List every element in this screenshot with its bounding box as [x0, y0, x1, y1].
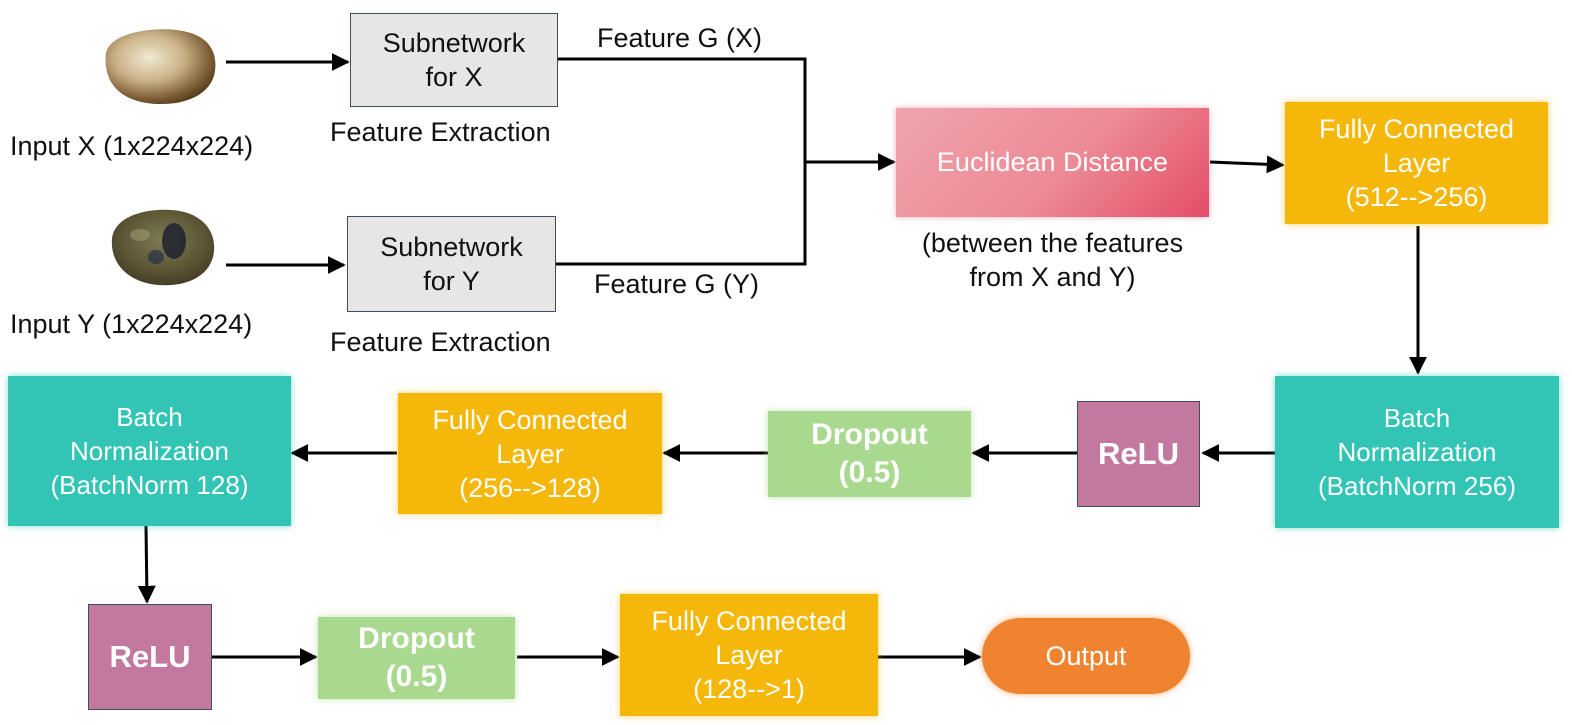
fc1-line1: Fully Connected	[1318, 114, 1515, 144]
fc1-line2: Layer	[1382, 148, 1451, 178]
dropout-1: Dropout (0.5)	[768, 411, 971, 497]
fc3-line2: Layer	[715, 640, 783, 670]
input-y-label: Input Y (1x224x224)	[10, 309, 253, 339]
subnetwork-y-line2: for Y	[423, 266, 480, 296]
fully-connected-layer-3: Fully Connected Layer (128-->1)	[620, 594, 878, 716]
fc3-line3: (128-->1)	[693, 674, 805, 704]
bn2-line2: Normalization	[70, 436, 229, 466]
fully-connected-layer-1: Fully Connected Layer (512-->256)	[1285, 102, 1548, 224]
fc2-line3: (256-->128)	[459, 472, 601, 503]
output-label: Output	[1045, 640, 1127, 671]
dropout2-line2: (0.5)	[385, 660, 448, 693]
relu2-label: ReLU	[109, 639, 191, 674]
feature-gx-label: Feature G (X)	[597, 23, 763, 53]
subnetwork-y-box: Subnetwork for Y	[347, 216, 556, 312]
batch-normalization-2: Batch Normalization (BatchNorm 128)	[8, 376, 291, 526]
distance-caption-line1: (between the features	[921, 228, 1184, 258]
relu-2: ReLU	[88, 604, 212, 710]
subnetwork-y-caption: Feature Extraction	[330, 327, 551, 357]
batch-normalization-1: Batch Normalization (BatchNorm 256)	[1275, 376, 1559, 528]
fc1-line3: (512-->256)	[1345, 182, 1488, 212]
output-node: Output	[982, 618, 1190, 694]
euclidean-distance-label: Euclidean Distance	[936, 147, 1169, 177]
relu-1: ReLU	[1077, 401, 1200, 507]
line-feature-gx	[558, 57, 807, 162]
fc2-line2: Layer	[496, 438, 564, 469]
fc2-line1: Fully Connected	[432, 404, 628, 435]
subnetwork-x-line1: Subnetwork	[382, 28, 526, 58]
arrow-bn2-to-relu2	[137, 525, 156, 604]
bn1-line1: Batch	[1383, 403, 1451, 433]
subnetwork-x-box: Subnetwork for X	[350, 13, 558, 107]
dropout1-line1: Dropout	[811, 418, 928, 451]
distance-caption: (between the features from X and Y)	[870, 226, 1235, 294]
subnetwork-x-caption: Feature Extraction	[330, 117, 551, 147]
bn1-line2: Normalization	[1337, 437, 1497, 467]
fc3-line1: Fully Connected	[651, 606, 847, 636]
arrow-distance-to-fc1	[1209, 155, 1285, 174]
bn2-line3: (BatchNorm 128)	[50, 470, 249, 500]
feature-gy-label: Feature G (Y)	[594, 269, 760, 299]
input-y-image	[111, 209, 215, 286]
euclidean-distance-box: Euclidean Distance	[896, 108, 1209, 217]
distance-caption-line2: from X and Y)	[969, 262, 1136, 292]
subnetwork-x-line2: for X	[425, 62, 483, 92]
dropout2-line1: Dropout	[358, 622, 475, 655]
subnetwork-y-line1: Subnetwork	[380, 232, 523, 262]
fully-connected-layer-2: Fully Connected Layer (256-->128)	[398, 393, 662, 514]
input-x-label: Input X (1x224x224)	[10, 131, 254, 161]
dropout-2: Dropout (0.5)	[318, 617, 515, 699]
dropout1-line2: (0.5)	[838, 456, 901, 489]
input-x-image	[105, 29, 216, 105]
bn1-line3: (BatchNorm 256)	[1318, 471, 1516, 501]
line-feature-gy	[556, 162, 807, 266]
bn2-line1: Batch	[116, 402, 183, 432]
relu1-label: ReLU	[1098, 436, 1179, 471]
